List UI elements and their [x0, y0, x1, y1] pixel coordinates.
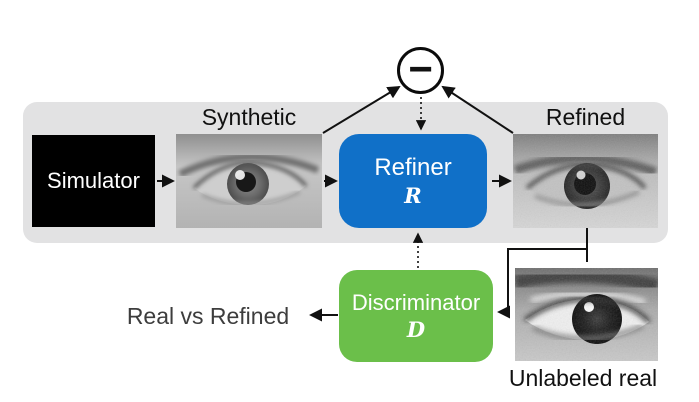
simulator-node: Simulator [32, 135, 155, 227]
simulator-label: Simulator [47, 168, 140, 193]
discriminator-label: Discriminator [351, 290, 481, 315]
synthetic-label: Synthetic [201, 104, 297, 130]
refiner-symbol: R [404, 183, 422, 208]
refiner-label: Refiner [374, 154, 452, 181]
discriminator-symbol: D [406, 317, 426, 342]
unlabeled-real-label: Unlabeled real [508, 365, 658, 391]
refiner-node: Refiner R [339, 134, 487, 228]
real-vs-refined-label: Real vs Refined [126, 303, 290, 329]
refined-label: Refined [545, 104, 626, 130]
synthetic-eye-image [176, 134, 322, 228]
discriminator-node: Discriminator D [339, 270, 493, 362]
minus-node: − [397, 47, 444, 94]
refined-eye-image [513, 134, 658, 228]
unlabeled-real-eye-image [515, 268, 658, 361]
